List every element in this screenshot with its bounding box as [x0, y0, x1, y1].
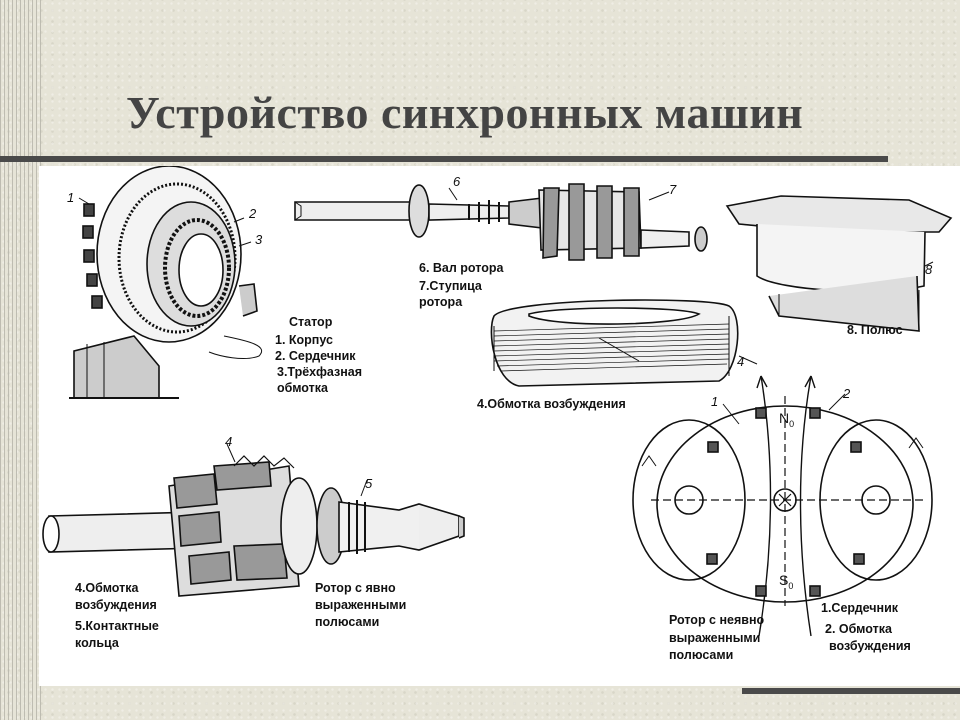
stator-drawing — [69, 166, 262, 399]
north-letter: N — [779, 410, 790, 426]
south-pole-label: S0 — [779, 572, 793, 594]
hub-label-b: ротора — [419, 295, 463, 309]
excitation-winding-label-b: возбуждения — [829, 639, 911, 653]
core-label: 1.Сердечник — [821, 601, 899, 615]
pole-drawing — [725, 195, 953, 332]
hub-label-a: 7.Ступица — [419, 279, 482, 293]
north-pole-label: N0 — [779, 410, 794, 432]
shaft-label: 6. Вал ротора — [419, 261, 504, 275]
hub-callout-7: 7 — [669, 182, 677, 197]
south-letter: S — [779, 572, 789, 588]
field-coil-drawing — [490, 299, 758, 387]
north-subscript: 0 — [789, 418, 795, 429]
illustrations — [42, 166, 953, 637]
excitation-winding-label-a: 2. Обмотка — [825, 622, 892, 636]
pole-callout-8: 8 — [925, 262, 933, 277]
field-winding-label: 4.Обмотка возбуждения — [477, 397, 626, 411]
salient-rotor-drawing — [42, 443, 465, 597]
nonsalient-rotor-drawing — [632, 375, 933, 637]
stator-callout-2: 2 — [249, 206, 257, 221]
left-hatch-decoration — [0, 0, 42, 720]
slip-rings-label-a: 5.Контактные — [75, 619, 159, 633]
stator-heading: Статор — [289, 315, 333, 329]
bottom-divider — [742, 688, 960, 694]
salient-callout-4: 4 — [225, 434, 233, 449]
stator-part-3a: 3.Трёхфазная — [277, 365, 363, 379]
salient-rotor-desc-b: выраженными — [315, 598, 407, 612]
pole-label: 8. Полюс — [847, 323, 903, 337]
stator-part-3b: обмотка — [277, 381, 328, 395]
title-divider — [0, 156, 888, 162]
shaft-hub-drawing — [294, 183, 708, 261]
stator-callout-3: 3 — [255, 232, 263, 247]
diagram-panel: 1 2 3 6 7 8 4 4 5 1 2 N0 S0 Статор 1. Ко… — [39, 166, 960, 686]
salient-winding-label-b: возбуждения — [75, 598, 157, 612]
south-subscript: 0 — [788, 580, 794, 591]
coil-callout-4: 4 — [737, 354, 745, 369]
nonsalient-callout-2: 2 — [843, 386, 851, 401]
stator-callout-1: 1 — [67, 190, 75, 205]
nonsalient-rotor-desc-a: Ротор с неявно — [669, 613, 765, 627]
salient-winding-label-a: 4.Обмотка — [75, 581, 139, 595]
stator-part-1: 1. Корпус — [275, 333, 333, 347]
nonsalient-rotor-desc-b: выраженными — [669, 631, 761, 645]
stator-part-2: 2. Сердечник — [275, 349, 356, 363]
salient-rotor-desc-c: полюсами — [315, 615, 380, 629]
shaft-callout-6: 6 — [453, 174, 461, 189]
salient-callout-5: 5 — [365, 476, 373, 491]
salient-rotor-desc-a: Ротор с явно — [315, 581, 396, 595]
nonsalient-rotor-desc-c: полюсами — [669, 648, 734, 662]
slide-title: Устройство синхронных машин — [126, 87, 804, 138]
slip-rings-label-b: кольца — [75, 636, 119, 650]
nonsalient-callout-1: 1 — [711, 394, 719, 409]
